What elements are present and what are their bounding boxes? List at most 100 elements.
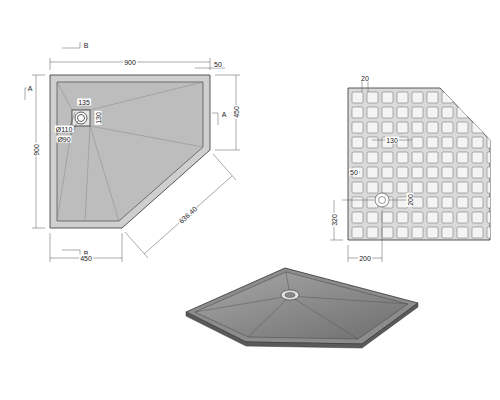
dimension-label: A — [221, 111, 228, 118]
rib-cell — [457, 212, 468, 223]
dimension-label: 130 — [95, 111, 102, 125]
rib-cell — [457, 182, 468, 193]
rib-cell — [382, 122, 393, 133]
rib-cell — [382, 167, 393, 178]
dimension-label: 450 — [233, 105, 240, 119]
rib-cell — [382, 92, 393, 103]
rib-cell — [397, 212, 408, 223]
rib-cell — [427, 197, 438, 208]
dimension-label: Ø110 — [55, 126, 74, 133]
top-view — [25, 42, 240, 262]
rib-cell — [382, 152, 393, 163]
rib-cell — [382, 212, 393, 223]
rib-cell — [472, 182, 483, 193]
rib-cell — [367, 167, 378, 178]
rib-cell — [457, 122, 468, 133]
dimension-label: B — [83, 42, 90, 49]
rib-cell — [457, 107, 468, 118]
rib-cell — [487, 212, 498, 223]
rib-cell — [352, 137, 363, 148]
rib-cell — [487, 107, 498, 118]
rib-cell — [442, 152, 453, 163]
rib-cell — [367, 152, 378, 163]
rib-cell — [412, 107, 423, 118]
perspective-view — [186, 268, 418, 348]
rib-cell — [472, 167, 483, 178]
rib-cell — [397, 227, 408, 238]
rib-cell — [412, 122, 423, 133]
underside-view — [330, 80, 498, 262]
rib-cell — [352, 152, 363, 163]
rib-cell — [427, 167, 438, 178]
rib-cell — [412, 92, 423, 103]
rib-cell — [367, 92, 378, 103]
rib-cell — [442, 107, 453, 118]
dimension-label: 130 — [385, 137, 399, 144]
rib-cell — [472, 152, 483, 163]
rib-cell — [487, 122, 498, 133]
rib-cell — [397, 182, 408, 193]
rib-cell — [487, 182, 498, 193]
rib-cell — [412, 227, 423, 238]
dimension-label: 450 — [79, 255, 93, 262]
rib-cell — [472, 212, 483, 223]
rib-cell — [352, 92, 363, 103]
rib-cell — [412, 182, 423, 193]
rib-cell — [457, 137, 468, 148]
rib-cell — [367, 182, 378, 193]
rib-cell — [472, 122, 483, 133]
rib-cell — [352, 197, 363, 208]
rib-cell — [412, 137, 423, 148]
dimension-label: A — [27, 85, 34, 92]
rib-cell — [457, 167, 468, 178]
rib-cell — [487, 227, 498, 238]
rib-cell — [397, 107, 408, 118]
dimension-label: 50 — [213, 61, 223, 68]
rib-cell — [442, 227, 453, 238]
rib-cell — [442, 197, 453, 208]
dimension-label: 20 — [360, 75, 370, 82]
dimension-label: Ø90 — [56, 136, 71, 143]
rib-cell — [427, 182, 438, 193]
dimension-label: 200 — [358, 255, 372, 262]
rib-cell — [412, 152, 423, 163]
rib-cell — [487, 152, 498, 163]
rib-cell — [442, 167, 453, 178]
rib-cell — [412, 167, 423, 178]
dimension-label: 900 — [33, 143, 40, 157]
rib-cell — [487, 137, 498, 148]
rib-cell — [427, 212, 438, 223]
rib-cell — [442, 92, 453, 103]
rib-cell — [427, 152, 438, 163]
rib-cell — [352, 182, 363, 193]
rib-cell — [472, 197, 483, 208]
rib-cell — [367, 107, 378, 118]
rib-cell — [472, 92, 483, 103]
dimension-label: 900 — [123, 59, 137, 66]
rib-cell — [442, 137, 453, 148]
rib-cell — [442, 212, 453, 223]
rib-cell — [442, 122, 453, 133]
rib-cell — [472, 107, 483, 118]
rib-cell — [442, 182, 453, 193]
rib-cell — [397, 152, 408, 163]
rib-cell — [427, 107, 438, 118]
rib-cell — [427, 92, 438, 103]
rib-cell — [457, 152, 468, 163]
rib-cell — [427, 137, 438, 148]
rib-cell — [457, 197, 468, 208]
rib-cell — [382, 227, 393, 238]
rib-cell — [352, 107, 363, 118]
rib-cell — [457, 92, 468, 103]
rib-cell — [457, 227, 468, 238]
rib-cell — [412, 197, 423, 208]
dimension-label: 200 — [407, 193, 414, 207]
rib-cell — [412, 212, 423, 223]
rib-cell — [352, 122, 363, 133]
rib-cell — [367, 137, 378, 148]
rib-cell — [397, 122, 408, 133]
dimension-label: 135 — [77, 99, 91, 106]
rib-cell — [382, 107, 393, 118]
